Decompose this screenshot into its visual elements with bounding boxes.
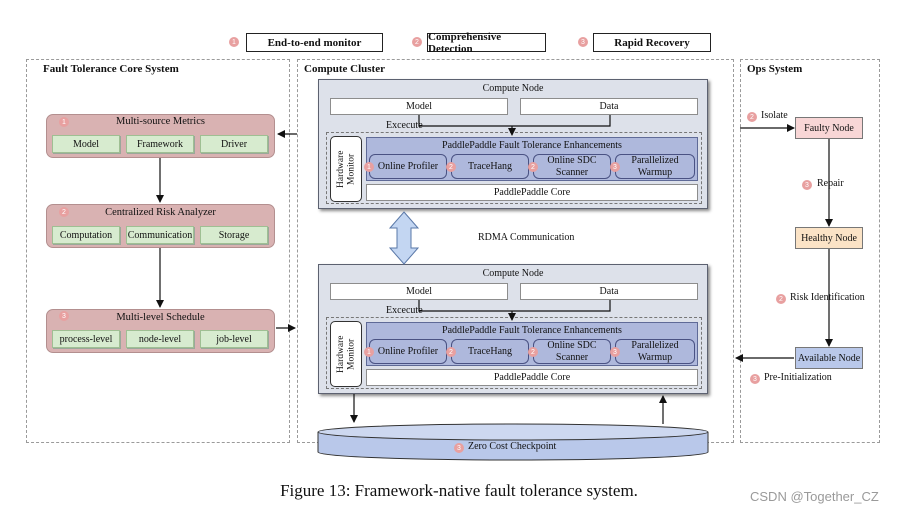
legend-label: End-to-end monitor <box>267 36 362 49</box>
risk-communication: Communication <box>126 226 194 244</box>
group-badge: 1 <box>59 117 69 127</box>
parallelized-warmup: Parallelized Warmup <box>615 154 695 179</box>
risk-badge: 2 <box>776 294 786 304</box>
ops-system-title: Ops System <box>747 63 803 75</box>
legend-badge-2: 2 <box>412 37 422 47</box>
watermark: CSDN @Together_CZ <box>750 489 879 504</box>
enh-badge: 2 <box>446 347 456 357</box>
metric-framework: Framework <box>126 135 194 153</box>
repair-label: Repair <box>817 178 844 189</box>
enh-badge: 2 <box>528 347 538 357</box>
schedule-job-level: job-level <box>200 330 268 348</box>
metric-model: Model <box>52 135 120 153</box>
compute-cluster-title: Compute Cluster <box>304 63 385 75</box>
model-box: Model <box>330 283 508 300</box>
legend-badge-3: 3 <box>578 37 588 47</box>
hardware-monitor: Hardware Monitor <box>330 136 362 202</box>
isolate-badge: 2 <box>747 112 757 122</box>
execute-label: Excecute <box>386 120 423 131</box>
enh-badge: 3 <box>610 162 620 172</box>
metric-driver: Driver <box>200 135 268 153</box>
preinit-badge: 3 <box>750 374 760 384</box>
group-title: Centralized Risk Analyzer <box>105 207 216 218</box>
repair-badge: 3 <box>802 180 812 190</box>
data-box: Data <box>520 283 698 300</box>
enhancements-title: PaddlePaddle Fault Tolerance Enhancement… <box>442 140 622 151</box>
legend-comprehensive-detection: Comprehensive Detection <box>427 30 546 55</box>
online-profiler: Online Profiler <box>369 154 447 179</box>
enh-badge: 2 <box>446 162 456 172</box>
legend-label: Comprehensive Detection <box>428 30 502 55</box>
legend-rapid-recovery: Rapid Recovery <box>593 33 711 52</box>
checkpoint-cylinder-top <box>317 423 709 441</box>
rdma-label: RDMA Communication <box>478 232 575 243</box>
group-badge: 2 <box>59 207 69 217</box>
execute-label: Excecute <box>386 305 423 316</box>
data-box: Data <box>520 98 698 115</box>
healthy-node: Healthy Node <box>795 227 863 249</box>
enh-badge: 3 <box>610 347 620 357</box>
faulty-node: Faulty Node <box>795 117 863 139</box>
model-data-merge <box>418 115 611 127</box>
checkpoint-badge: 3 <box>454 443 464 453</box>
legend-badge-1: 1 <box>229 37 239 47</box>
enh-badge: 1 <box>364 347 374 357</box>
available-node: Available Node <box>795 347 863 369</box>
enh-badge: 1 <box>364 162 374 172</box>
preinit-label: Pre-Initialization <box>764 372 832 383</box>
legend-label: Rapid Recovery <box>614 36 690 49</box>
isolate-label: Isolate <box>761 110 788 121</box>
model-box: Model <box>330 98 508 115</box>
risk-computation: Computation <box>52 226 120 244</box>
group-title: Multi-source Metrics <box>116 116 205 127</box>
risk-storage: Storage <box>200 226 268 244</box>
core-system-frame <box>26 59 290 443</box>
risk-label: Risk Identification <box>790 292 865 303</box>
checkpoint-label: Zero Cost Checkpoint <box>468 441 557 452</box>
paddle-core: PaddlePaddle Core <box>366 369 698 386</box>
parallelized-warmup: Parallelized Warmup <box>615 339 695 364</box>
paddle-core: PaddlePaddle Core <box>366 184 698 201</box>
enhancements-title: PaddlePaddle Fault Tolerance Enhancement… <box>442 325 622 336</box>
schedule-process-level: process-level <box>52 330 120 348</box>
core-system-title: Fault Tolerance Core System <box>43 63 179 75</box>
enh-badge: 2 <box>528 162 538 172</box>
rdma-double-arrow <box>388 211 420 265</box>
online-profiler: Online Profiler <box>369 339 447 364</box>
ops-system-frame <box>740 59 880 443</box>
figure-caption: Figure 13: Framework-native fault tolera… <box>280 481 638 500</box>
compute-node-title: Compute Node <box>482 268 544 279</box>
group-badge: 3 <box>59 311 69 321</box>
compute-node-title: Compute Node <box>482 83 544 94</box>
legend-end-to-end-monitor: End-to-end monitor <box>246 33 383 52</box>
schedule-node-level: node-level <box>126 330 194 348</box>
online-sdc-scanner: Online SDC Scanner <box>533 154 611 179</box>
online-sdc-scanner: Online SDC Scanner <box>533 339 611 364</box>
group-title: Multi-level Schedule <box>116 312 205 323</box>
tracehang: TraceHang <box>451 339 529 364</box>
hardware-monitor: Hardware Monitor <box>330 321 362 387</box>
model-data-merge <box>418 300 611 312</box>
